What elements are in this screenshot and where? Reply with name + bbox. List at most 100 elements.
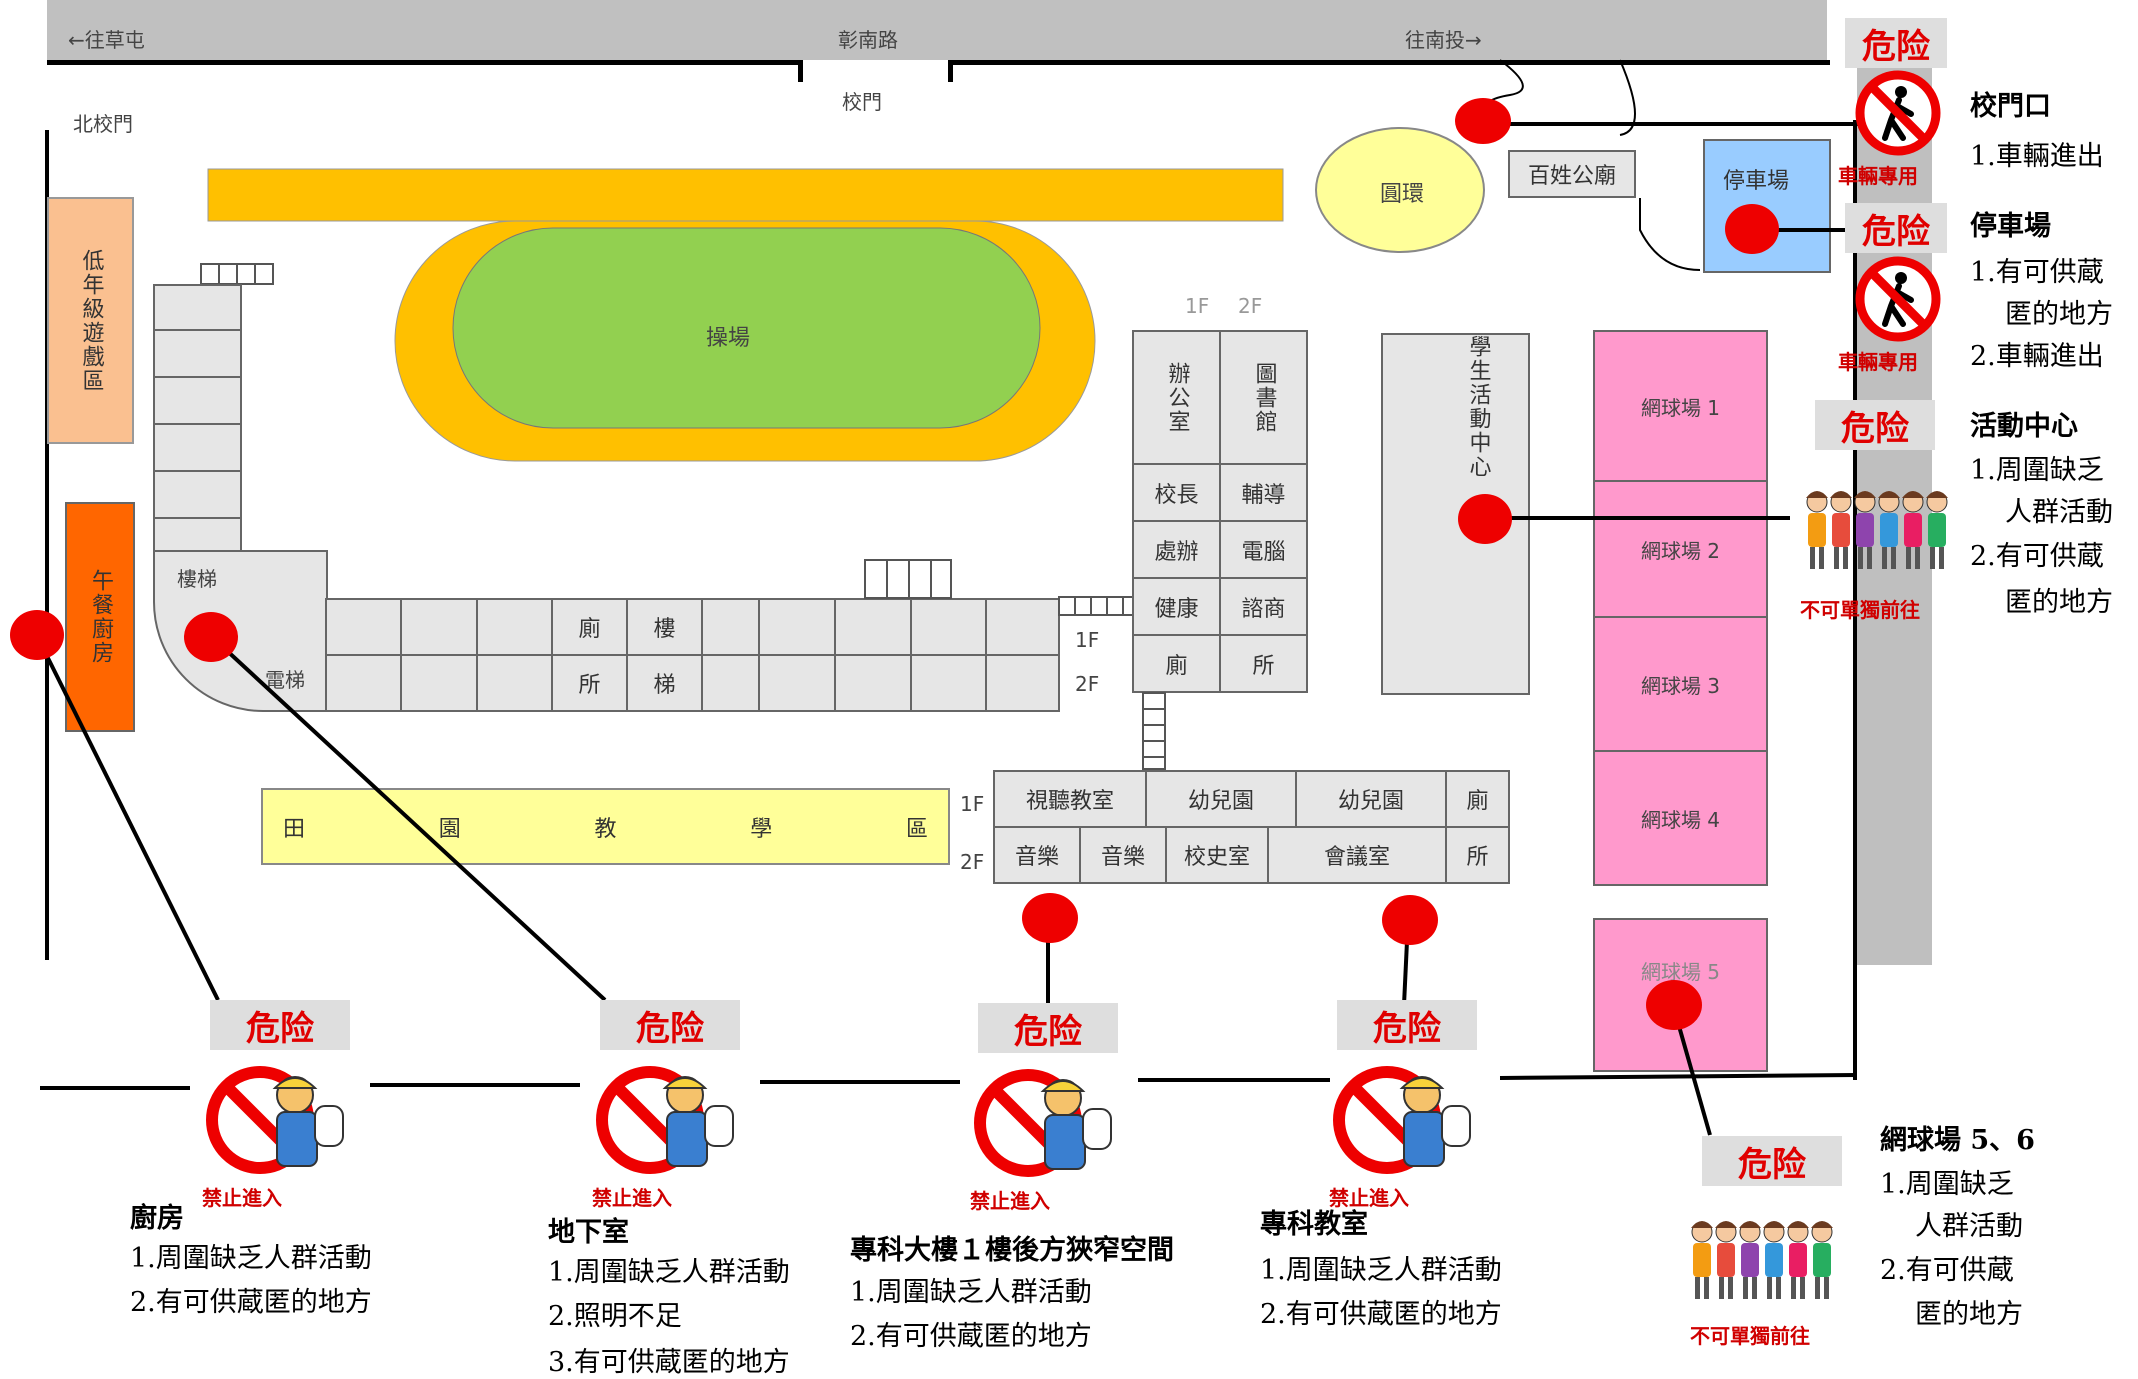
legend-college1-item: 2.有可供蔵匿的地方 <box>850 1321 1092 1352</box>
legend-parking-item: 2.車輛進出 <box>1970 341 2104 372</box>
no-pedestrian-icon <box>1855 70 1941 156</box>
danger-dot-activity <box>1458 494 1512 544</box>
legend-parking-item: 匿的地方 <box>2005 299 2113 330</box>
danger-sign-label: 危险 <box>978 1003 1118 1053</box>
legend-tennis-item: 1.周圍缺乏 <box>1880 1169 2014 1200</box>
sign-caption: 不可單獨前往 <box>1690 1324 1810 1348</box>
main-building-room <box>701 598 760 656</box>
road <box>47 0 1827 60</box>
field-char: 田 <box>283 816 306 842</box>
admin-toilet-bottom: 所 <box>1219 634 1308 693</box>
danger-sign-label: 危险 <box>1702 1136 1842 1186</box>
stairs-strip-mid <box>864 559 952 599</box>
admin-principal: 校長 <box>1132 463 1221 522</box>
floor-1f-label: 1F <box>1075 628 1100 652</box>
danger-sign-label: 危险 <box>210 1000 350 1050</box>
gate-label: 校門 <box>842 90 882 114</box>
field-oval <box>452 227 1041 429</box>
sign-caption: 不可單獨前往 <box>1800 598 1920 622</box>
admin-guidance: 輔導 <box>1219 463 1308 522</box>
no-pedestrian-icon <box>1855 256 1941 342</box>
main-building-room <box>476 654 553 712</box>
field-char: 區 <box>905 816 928 842</box>
lower-1f: 1F <box>960 792 985 816</box>
legend-activity-item: 2.有可供蔵 <box>1970 541 2104 572</box>
boundary-top-right <box>950 60 1830 65</box>
main-building-room <box>910 654 987 712</box>
legend-college2-item: 2.有可供蔵匿的地方 <box>1260 1299 1502 1330</box>
danger-dot-kitchen <box>10 610 64 660</box>
legend-tennis-item: 2.有可供蔵 <box>1880 1255 2014 1286</box>
driveway-curve-3 <box>1639 198 1701 271</box>
danger-dot-gate <box>1455 98 1511 144</box>
legend-college1-item: 1.周圍缺乏人群活動 <box>850 1277 1092 1308</box>
children-group-icon <box>1691 1221 1833 1299</box>
danger-sign-label: 危险 <box>1815 400 1935 450</box>
main-building-room <box>701 654 760 712</box>
no-entry-worker-icon <box>1333 1066 1471 1174</box>
legend-tennis-title: 網球場 5、6 <box>1880 1125 2035 1156</box>
north-gate-label: 北校門 <box>73 112 133 136</box>
kindergarten-1: 幼兒園 <box>1145 770 1297 828</box>
field-char: 教 <box>594 816 617 842</box>
admin-counsel: 諮商 <box>1219 577 1308 636</box>
meeting-room: 會議室 <box>1267 826 1447 884</box>
av-room: 視聽教室 <box>993 770 1147 828</box>
boundary-right <box>1853 120 1857 1080</box>
boundary-top-left <box>47 60 803 65</box>
children-group-icon <box>1806 491 1948 569</box>
main-building-room <box>985 598 1060 656</box>
low-grade-play-area: 低年級遊戲區 <box>47 197 134 444</box>
danger-dot-college1 <box>1022 893 1078 943</box>
stairs-left-label: 樓梯 <box>177 567 217 591</box>
temple: 百姓公廟 <box>1508 150 1636 198</box>
legend-activity-item: 1.周圍缺乏 <box>1970 455 2104 486</box>
danger-dot-college2 <box>1382 895 1438 945</box>
danger-sign-label: 危险 <box>1845 203 1947 253</box>
gate-post-right <box>948 60 953 82</box>
no-entry-worker-icon <box>596 1066 734 1174</box>
legend-kitchen-item: 2.有可供蔵匿的地方 <box>130 1287 372 1318</box>
boundary-left <box>45 130 49 960</box>
kindergarten-2: 幼兒園 <box>1295 770 1447 828</box>
floor-2f-label: 2F <box>1075 672 1100 696</box>
west-wing-rows <box>153 284 242 601</box>
sign-caption: 禁止進入 <box>202 1186 282 1210</box>
driveway-curve-2 <box>1619 59 1636 136</box>
legend-college1-title: 專科大樓１樓後方狹窄空間 <box>850 1235 1174 1266</box>
legend-college2-item: 1.周圍缺乏人群活動 <box>1260 1255 1502 1286</box>
legend-kitchen-item: 1.周圍缺乏人群活動 <box>130 1243 372 1274</box>
danger-sign-label: 危险 <box>1845 18 1947 68</box>
danger-dot-basement <box>184 612 238 662</box>
main-building-room <box>758 654 836 712</box>
gate-post-left <box>798 60 803 82</box>
main-building-room <box>400 654 478 712</box>
line-bottom-5 <box>1499 1073 1858 1080</box>
line-basement <box>209 634 607 1002</box>
danger-dot-tennis <box>1646 980 1702 1030</box>
lower-toilet-bottom: 所 <box>1445 826 1510 884</box>
legend-tennis-item: 人群活動 <box>1915 1211 2023 1242</box>
legend-parking-title: 停車場 <box>1970 211 2051 242</box>
admin-library: 圖書館 <box>1219 330 1308 465</box>
sign-caption: 禁止進入 <box>592 1186 672 1210</box>
legend-basement-item: 1.周圍缺乏人群活動 <box>548 1257 790 1288</box>
legend-kitchen-title: 廚房 <box>130 1203 184 1234</box>
line-kitchen <box>35 635 220 1001</box>
danger-sign-label: 危险 <box>1337 1000 1477 1050</box>
tennis-court-5: 網球場 5 <box>1593 918 1768 1072</box>
admin-toilet-top: 廁 <box>1132 634 1221 693</box>
admin-ladder <box>1142 692 1166 770</box>
music-2: 音樂 <box>1079 826 1167 884</box>
legend-gate-item: 1.車輛進出 <box>1970 141 2104 172</box>
road-name: 彰南路 <box>838 28 898 52</box>
tennis-court-2: 網球場 2 <box>1593 480 1768 618</box>
track-top-bar <box>207 168 1284 222</box>
admin-2f: 2F <box>1238 294 1263 318</box>
legend-activity-item: 人群活動 <box>2005 497 2113 528</box>
main-building-room <box>985 654 1060 712</box>
field-classroom: 田 園 教 學 區 <box>261 788 950 865</box>
danger-sign-label: 危险 <box>600 1000 740 1050</box>
legend-college2-title: 專科教室 <box>1260 1209 1368 1240</box>
